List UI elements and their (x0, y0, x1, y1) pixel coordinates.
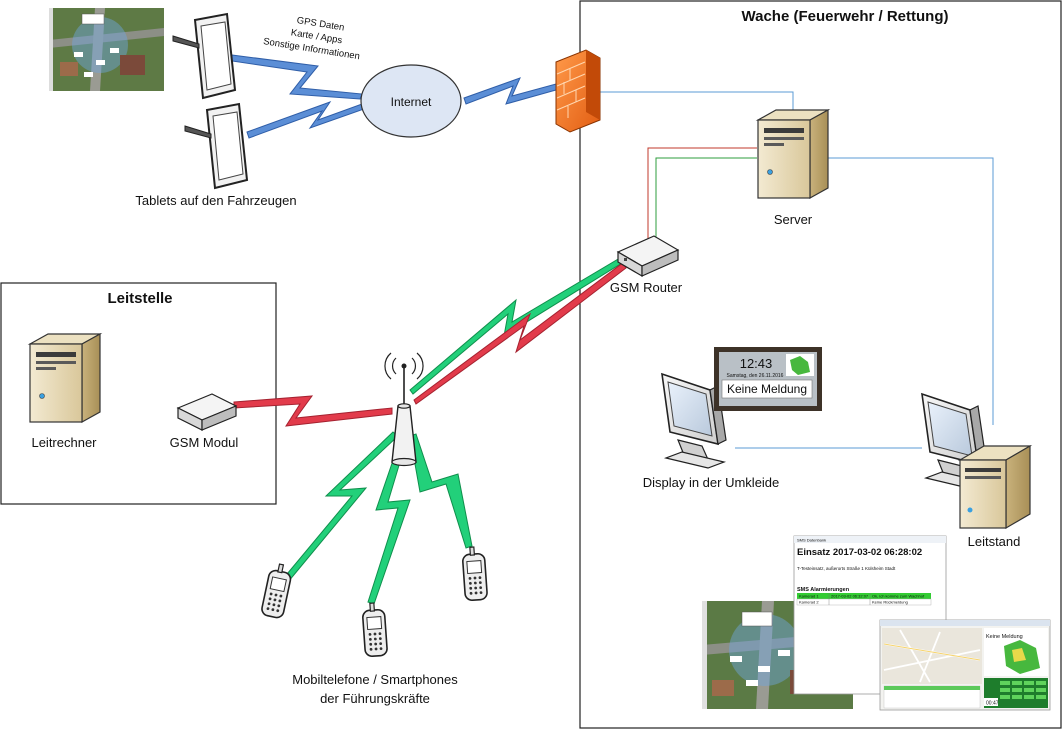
firewall-icon (555, 49, 601, 133)
cell-tower-icon (384, 352, 424, 467)
wache-title: Wache (Feuerwehr / Rettung) (742, 8, 949, 25)
server-icon (757, 109, 829, 199)
gsm-router-icon (616, 235, 680, 278)
tablet-icon-2 (184, 103, 248, 189)
router-server-red-line (647, 147, 757, 245)
einsatz-row2-name: Kamerad 2 (799, 600, 819, 605)
display-time: 12:43 (740, 356, 773, 371)
einsatz-window: SMS Datenbank Einsatz 2017-03-02 06:28:0… (793, 535, 947, 695)
map-app-window: Keine Meldung 00:47 (879, 619, 1051, 711)
wache-frame (579, 0, 1062, 729)
mobile-phone-icon-1 (259, 561, 295, 620)
display-panel: 12:43 Samstag, den 26.11.2016 Keine Meld… (714, 347, 822, 411)
map-window-counter: 00:47 (986, 701, 999, 707)
leitrechner-label: Leitrechner (31, 435, 97, 450)
gsm-router-label: GSM Router (610, 280, 683, 295)
leitstand-tower-icon (957, 444, 1033, 530)
leitstelle-frame (0, 282, 277, 505)
tablet-icon-1 (172, 13, 236, 99)
wired-connections (600, 91, 994, 449)
einsatz-title: Einsatz 2017-03-02 06:28:02 (797, 547, 922, 558)
einsatz-row1-status: Ok, ich komme zum Wachhof (872, 594, 925, 599)
gsm-modul-label: GSM Modul (170, 435, 239, 450)
display-label: Display in der Umkleide (643, 475, 780, 490)
leitstelle-title: Leitstelle (107, 290, 172, 307)
tower-phone3-link (409, 433, 473, 549)
mobile-label-line2: der Führungskräfte (320, 691, 430, 706)
einsatz-address: T-Testeinsatz, außerorts Straße 1 Külshe… (797, 566, 896, 571)
leitstand-label: Leitstand (968, 534, 1021, 549)
einsatz-row2-status: Keine Rückmeldung (872, 600, 908, 605)
einsatz-row1-name: Kamerad 1 (799, 594, 819, 599)
einsatz-header: SMS Datenbank (797, 538, 826, 543)
mobile-phone-icon-2 (361, 601, 389, 658)
map-thumbnail-top (49, 8, 164, 91)
mobile-label-line1: Mobiltelefone / Smartphones (292, 672, 458, 687)
server-leitstand-line (828, 157, 994, 425)
mobile-phone-icon-3 (461, 545, 489, 602)
firewall-server-line (600, 91, 794, 112)
display-date: Samstag, den 26.11.2016 (727, 373, 784, 379)
tablet1-internet-link (231, 54, 363, 100)
einsatz-row1-time: 2017-03-02 06:32:07 (831, 594, 869, 599)
tablet2-internet-link (246, 101, 365, 139)
gsm-modul-tower-link (233, 395, 393, 427)
tablets-label: Tablets auf den Fahrzeugen (135, 193, 296, 208)
einsatz-sms-heading: SMS Alarmierungen (797, 587, 850, 593)
leitrechner-server-icon (29, 333, 101, 423)
map-window-title: Keine Meldung (986, 634, 1023, 640)
gsm-modul-icon (176, 393, 238, 431)
screenshot-collage: SMS Datenbank Einsatz 2017-03-02 06:28:0… (702, 535, 1051, 711)
server-label: Server (774, 212, 813, 227)
internet-cloud (360, 64, 462, 138)
router-server-green-line (655, 157, 757, 252)
gps-note: GPS Daten Karte / Apps Sonstige Informat… (262, 15, 360, 62)
wireless-links (231, 54, 627, 605)
internet-firewall-link (463, 77, 557, 105)
internet-label: Internet (391, 95, 432, 109)
tower-router-red-link (413, 261, 627, 405)
display-message: Keine Meldung (727, 382, 807, 396)
